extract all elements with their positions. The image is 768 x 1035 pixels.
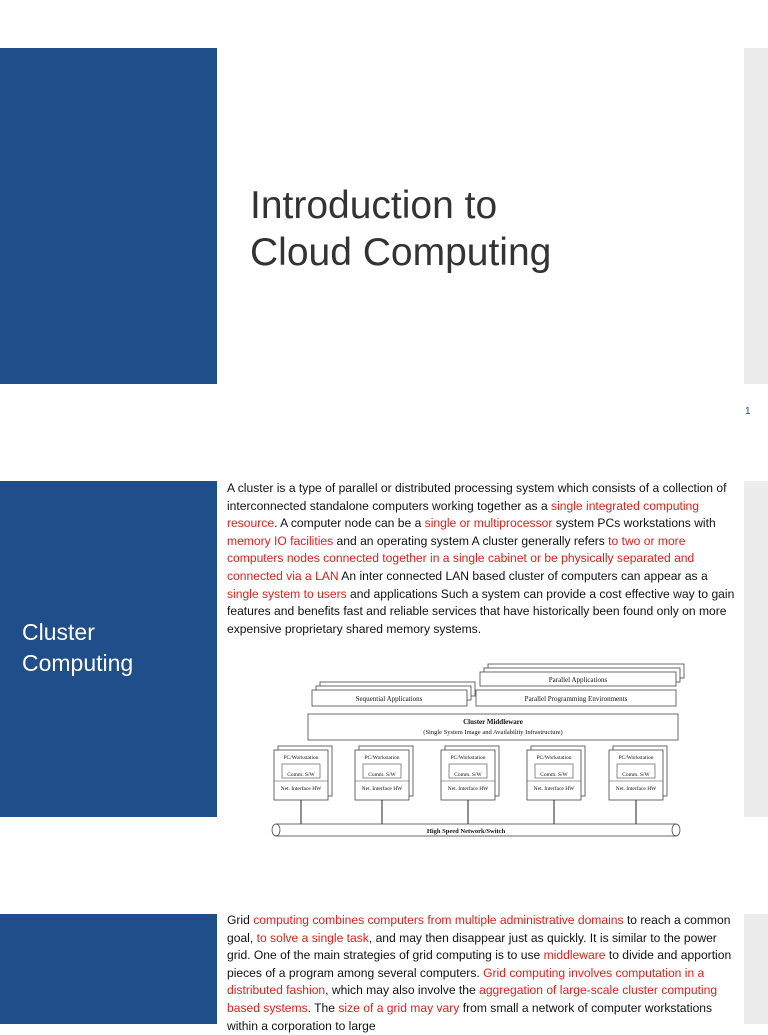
parallel-applications-box: Parallel Applications <box>479 663 685 687</box>
cluster-text-segment: An inter connected LAN based cluster of … <box>338 568 708 583</box>
comm-label: Comm. S/W <box>287 772 315 778</box>
network-label: High Speed Network/Switch <box>427 828 506 835</box>
grid-text-segment: to solve a single task <box>256 930 369 945</box>
net-label: Net. Interface HW <box>281 785 323 792</box>
node-1: PC/Workstation Comm. S/W Net. Interface … <box>273 745 333 824</box>
grid-text-segment: Grid computing involves computation in a… <box>227 965 705 998</box>
grid-slide-color-block <box>0 914 217 1024</box>
comm-label: Comm. S/W <box>368 772 396 778</box>
node-label: PC/Workstation <box>364 755 399 761</box>
grid-text-segment: to divide and apportion pieces of a prog… <box>227 948 732 980</box>
node-label: PC/Workstation <box>283 755 318 761</box>
cluster-text-segment: single system to users <box>227 586 347 601</box>
title-slide-side-bar <box>744 48 768 384</box>
cluster-text-segment: and an operating system A cluster genera… <box>333 533 609 548</box>
node-label: PC/Workstation <box>618 755 653 761</box>
cluster-text-segment: and applications Such a system can provi… <box>227 586 735 636</box>
grid-text-segment: Grid <box>227 913 254 927</box>
title-line-2: Cloud Computing <box>250 231 552 274</box>
grid-paragraph: Grid computing combines computers from m… <box>227 912 737 1035</box>
cluster-middleware-box: Cluster Middleware (Single System Image … <box>307 713 679 741</box>
node-4: PC/Workstation Comm. S/W Net. Interface … <box>526 745 586 824</box>
parallel-programming-environments-box: Parallel Programming Environments <box>475 689 677 707</box>
cluster-text-segment: single integrated computing resource <box>227 498 699 531</box>
title-line-1: Introduction to <box>250 184 498 227</box>
cluster-heading-line-1: Cluster <box>22 619 95 645</box>
page-title: Introduction to Cloud Computing <box>250 182 730 276</box>
comm-label: Comm. S/W <box>454 772 482 778</box>
high-speed-network-bar: High Speed Network/Switch <box>271 823 681 837</box>
cluster-text-segment: system PCs workstations with <box>552 516 716 531</box>
slide-number: 1 <box>745 406 751 417</box>
cluster-text-segment: single or multiprocessor <box>424 516 553 531</box>
cluster-slide-side-bar <box>744 481 768 817</box>
node-2: PC/Workstation Comm. S/W Net. Interface … <box>354 745 414 824</box>
grid-text-segment: middleware <box>543 948 606 963</box>
cluster-text-segment: . A computer node can be a <box>274 516 425 531</box>
cluster-paragraph: A cluster is a type of parallel or distr… <box>227 480 737 638</box>
grid-text-segment: , which may also involve the <box>325 983 480 998</box>
parallel-env-label: Parallel Programming Environments <box>525 695 628 703</box>
parallel-applications-label: Parallel Applications <box>549 676 608 684</box>
cluster-text-segment: A cluster is a type of parallel or distr… <box>227 481 727 513</box>
node-5: PC/Workstation Comm. S/W Net. Interface … <box>608 745 668 824</box>
cluster-architecture-diagram: Parallel Applications Sequential Applica… <box>271 663 685 837</box>
net-label: Net. Interface HW <box>448 785 490 792</box>
net-label: Net. Interface HW <box>534 785 576 792</box>
grid-text-segment: , and may then disappear just as quickly… <box>227 930 717 963</box>
cluster-slide-color-block <box>0 481 217 817</box>
grid-text-segment: size of a grid may vary <box>338 1000 460 1015</box>
middleware-title: Cluster Middleware <box>463 718 523 726</box>
net-label: Net. Interface HW <box>616 785 658 792</box>
node-3: PC/Workstation Comm. S/W Net. Interface … <box>440 745 500 824</box>
grid-text-segment: computing combines computers from multip… <box>253 913 624 927</box>
sequential-applications-box: Sequential Applications <box>311 681 476 707</box>
middleware-subtitle: (Single System Image and Availability In… <box>423 729 562 736</box>
net-label: Net. Interface HW <box>362 785 404 792</box>
cluster-heading-line-2: Computing <box>22 650 134 676</box>
node-label: PC/Workstation <box>450 755 485 761</box>
node-label: PC/Workstation <box>536 755 571 761</box>
cluster-text-segment: to two or more computers nodes connected… <box>227 533 695 583</box>
title-slide-color-block <box>0 48 217 384</box>
grid-slide-side-bar <box>744 914 768 1024</box>
grid-text-segment: aggregation of large-scale cluster compu… <box>227 983 718 1015</box>
cluster-slide-heading: Cluster Computing <box>22 617 212 679</box>
grid-text-segment: . The <box>307 1000 339 1015</box>
cluster-text-segment: memory IO facilities <box>227 533 334 548</box>
comm-label: Comm. S/W <box>540 772 568 778</box>
sequential-applications-label: Sequential Applications <box>356 695 423 703</box>
grid-text-segment: to reach a common goal, <box>227 913 731 945</box>
comm-label: Comm. S/W <box>622 772 650 778</box>
